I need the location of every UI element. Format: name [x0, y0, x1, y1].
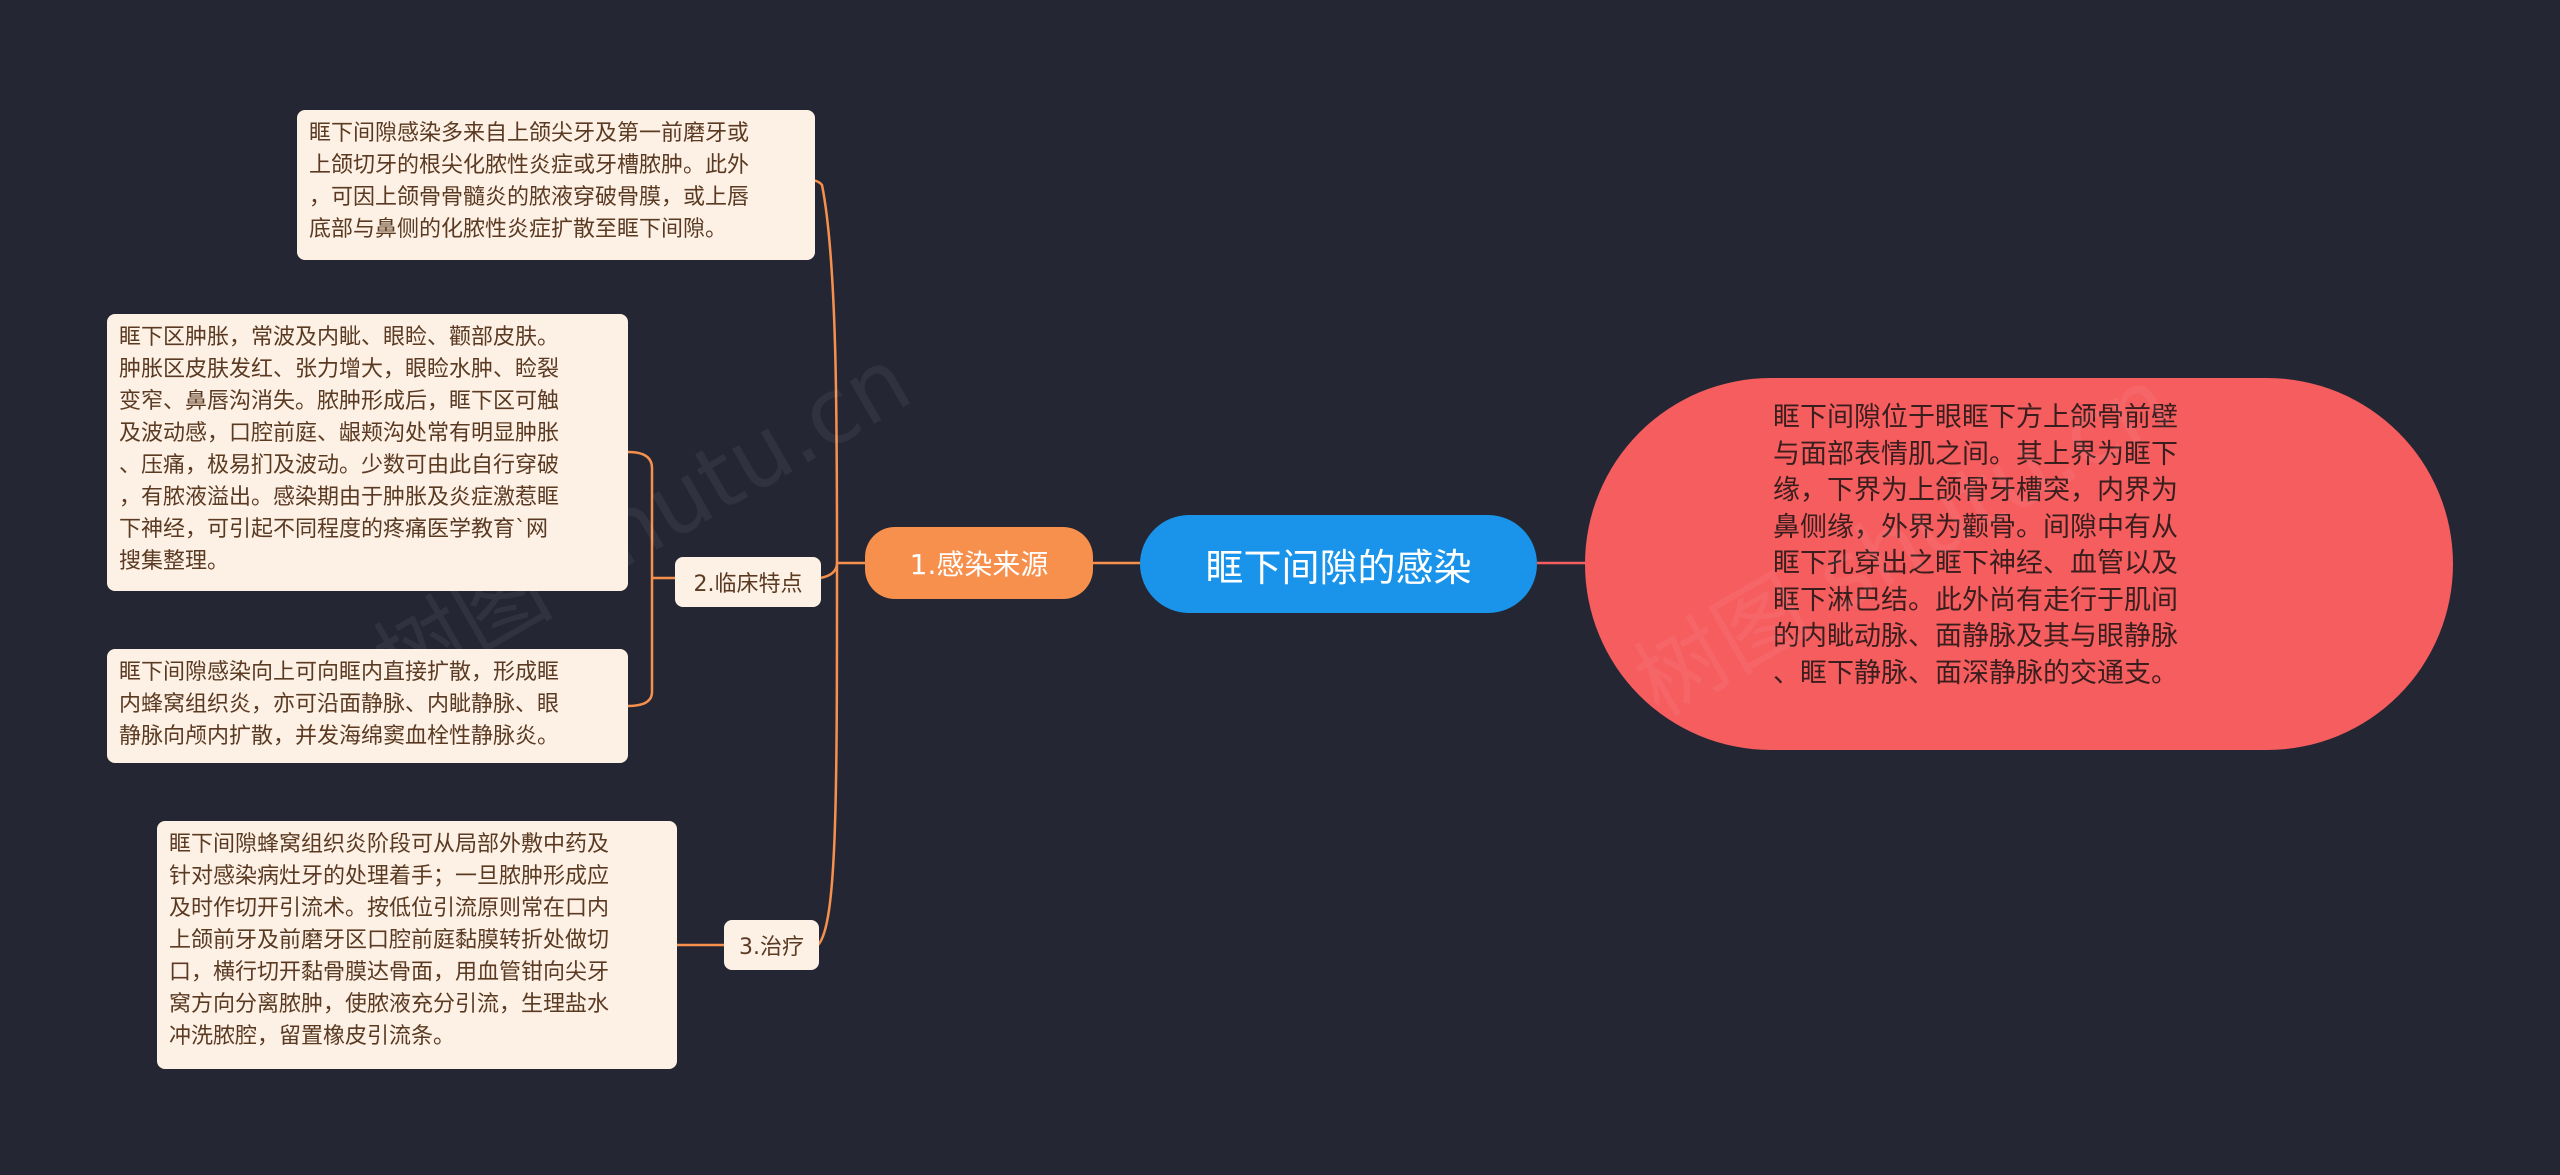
- link-treatment-tag: [817, 562, 839, 946]
- tag-clinical-features[interactable]: 2.临床特点: [675, 557, 821, 607]
- leaf-infection-source[interactable]: 眶下间隙感染多来自上颌尖牙及第一前磨牙或 上颌切牙的根尖化脓性炎症或牙槽脓肿。此…: [297, 110, 815, 260]
- leaf-clinical-features-1[interactable]: 眶下区肿胀，常波及内眦、眼睑、颧部皮肤。 肿胀区皮肤发红、张力增大，眼睑水肿、睑…: [107, 314, 628, 591]
- link-source-leaf: [809, 178, 839, 564]
- description-node[interactable]: 眶下间隙位于眼眶下方上颌骨前壁 与面部表情肌之间。其上界为眶下 缘，下界为上颌骨…: [1585, 378, 2453, 750]
- tag-treatment[interactable]: 3.治疗: [724, 920, 819, 970]
- leaf-treatment[interactable]: 眶下间隙蜂窝组织炎阶段可从局部外敷中药及 针对感染病灶牙的处理着手；一旦脓肿形成…: [157, 821, 677, 1069]
- leaf-clinical-features-2[interactable]: 眶下间隙感染向上可向眶内直接扩散，形成眶 内蜂窝组织炎，亦可沿面静脉、内眦静脉、…: [107, 649, 628, 763]
- branch-infection-source[interactable]: 1.感染来源: [865, 527, 1093, 599]
- root-node[interactable]: 眶下间隙的感染: [1140, 515, 1537, 613]
- description-text: 眶下间隙位于眼眶下方上颌骨前壁 与面部表情肌之间。其上界为眶下 缘，下界为上颌骨…: [1773, 402, 2178, 689]
- link-clinical-tag: [819, 562, 839, 580]
- link-clinical-leaves: [627, 450, 675, 708]
